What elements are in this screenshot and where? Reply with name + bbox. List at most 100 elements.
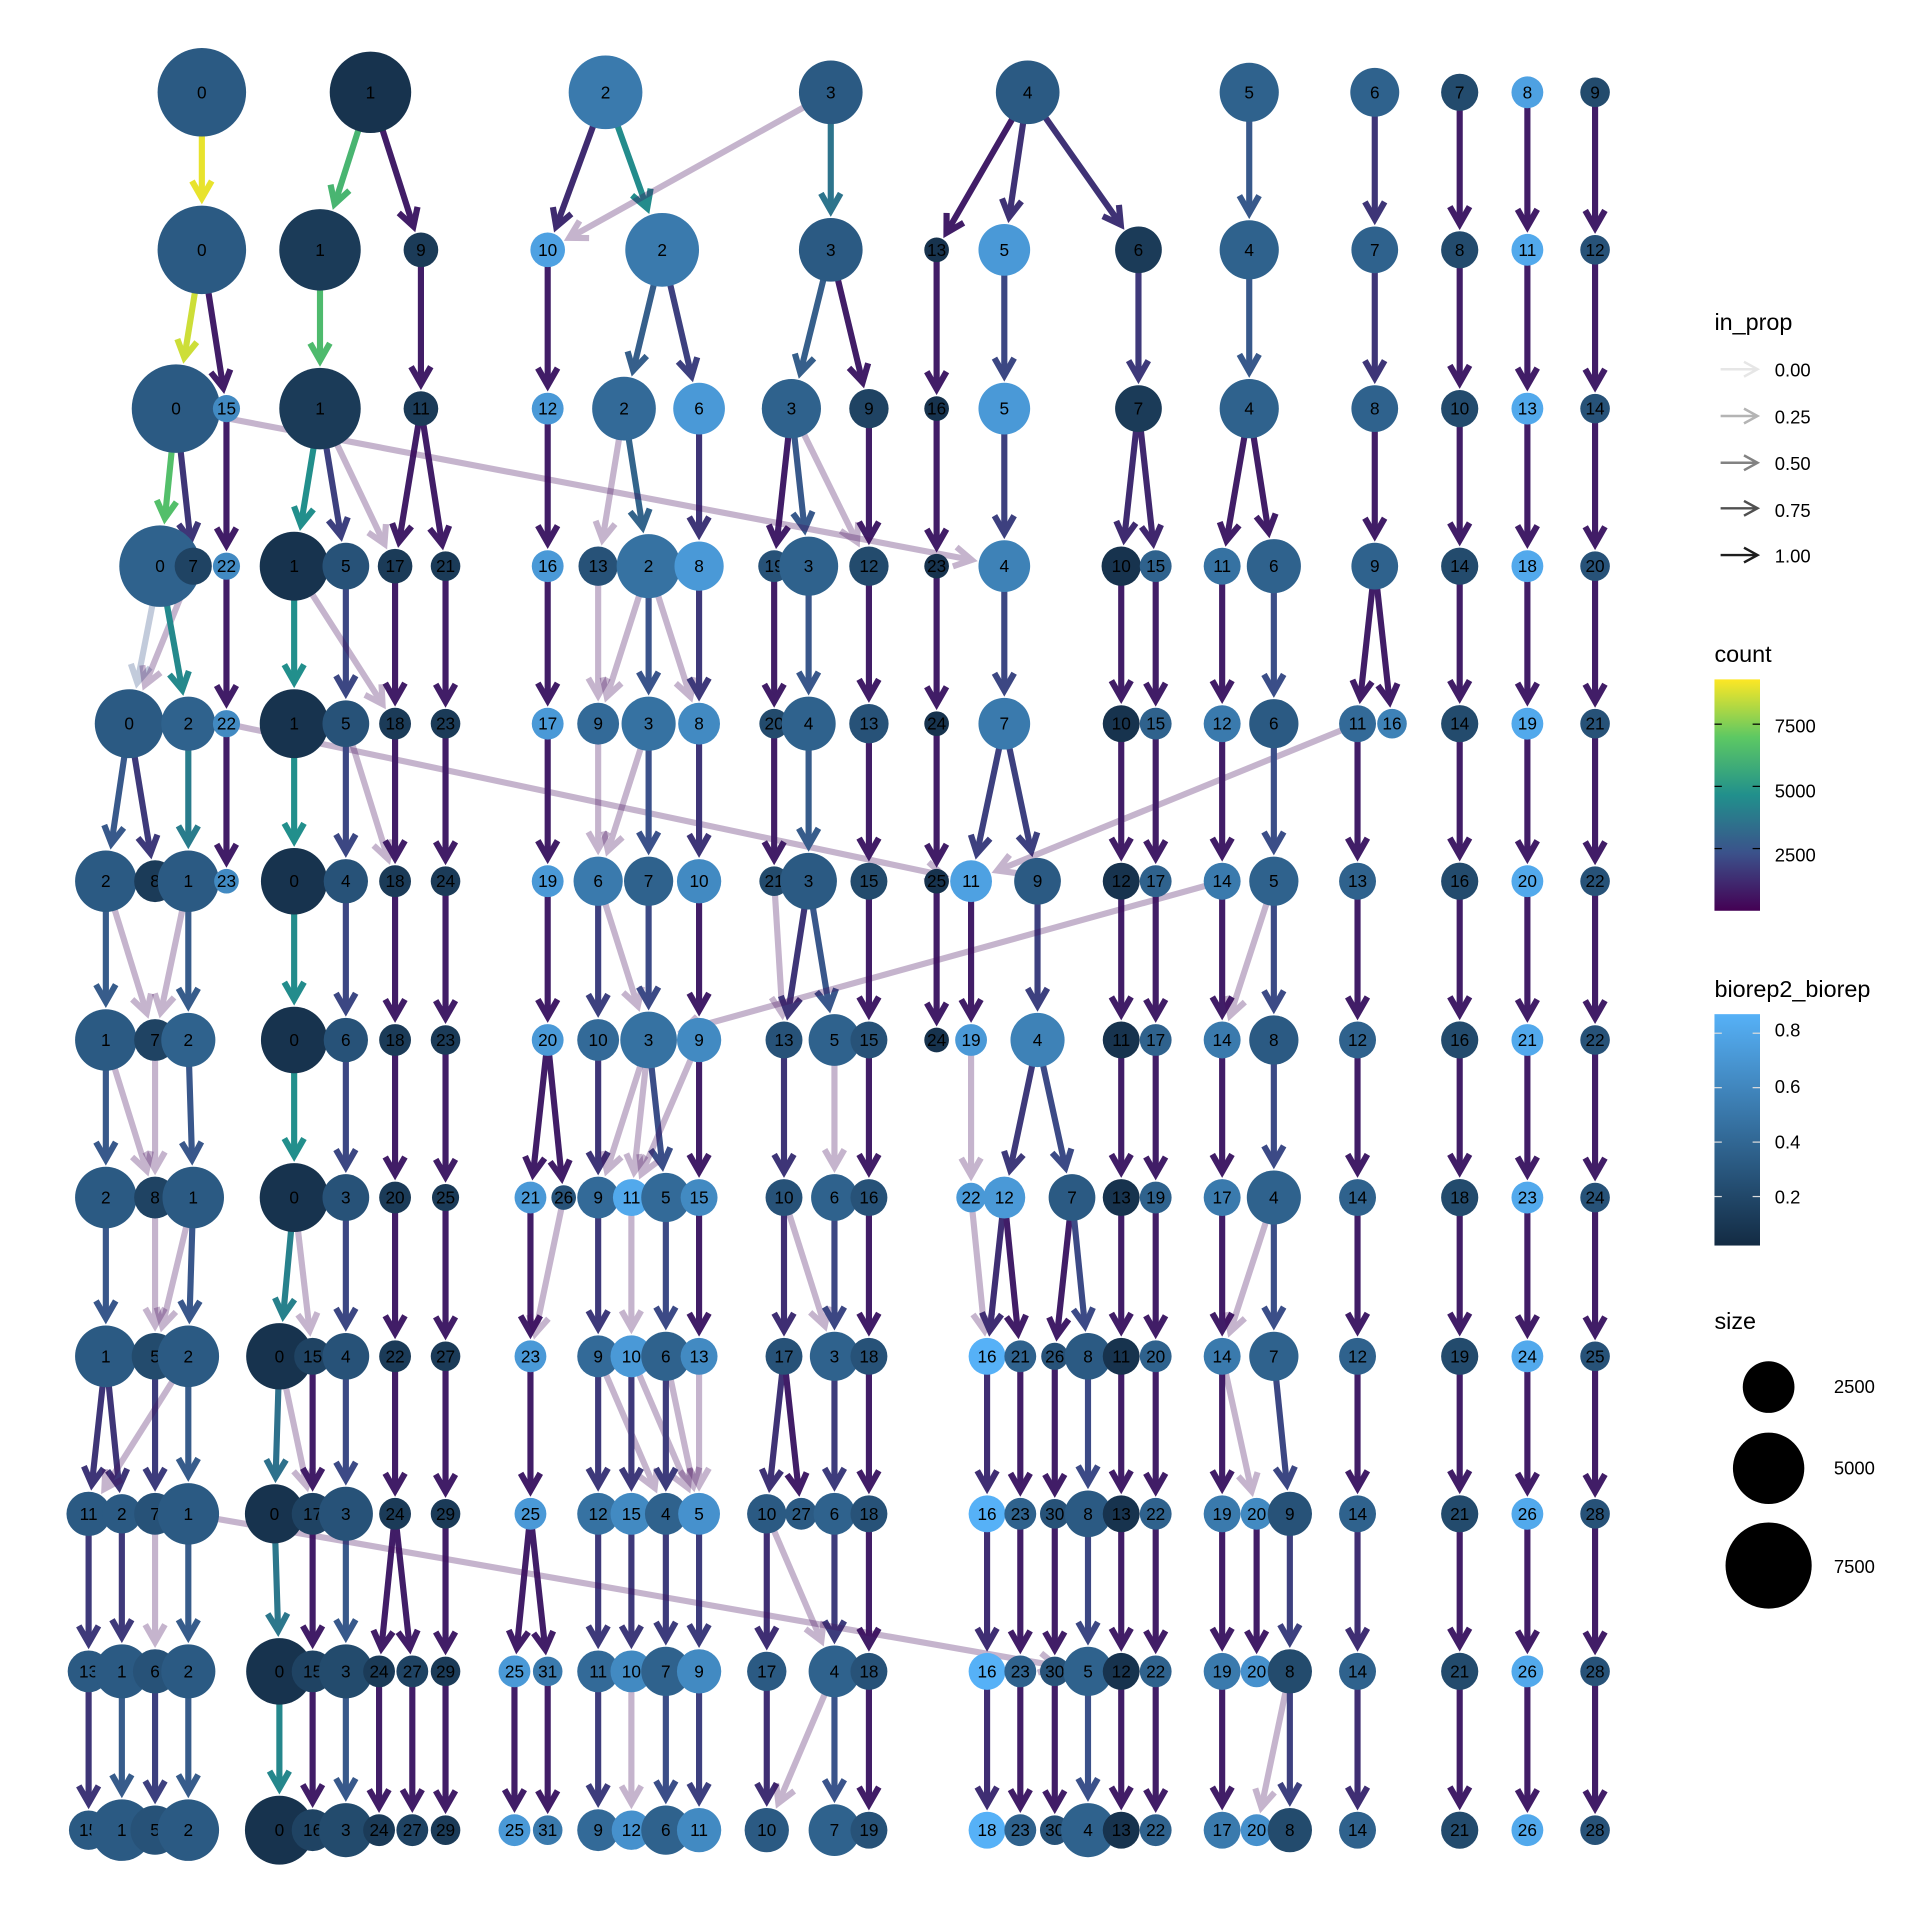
node-label: 1 [188,1188,198,1208]
node-circle [1014,857,1061,905]
arrowhead-icon [1143,1629,1169,1655]
cluster-node-res4-16: 16 [1377,708,1407,739]
arrowhead-icon [281,1136,307,1162]
legend-arrow-icon [1720,407,1761,425]
node-label: 7 [830,1820,840,1840]
node-circle [1580,866,1610,897]
edge-8-27-to-29 [433,1356,459,1498]
node-label: 10 [622,1661,641,1681]
cluster-node-res7-11: 11 [612,1179,650,1217]
cluster-node-res4-17: 17 [531,707,564,740]
node-label: 7 [1269,1346,1279,1366]
node-circle [1115,226,1162,274]
cluster-node-res3-18: 18 [1511,550,1544,583]
node-circle [978,540,1031,593]
node-circle [157,1799,220,1861]
edge-4-11-to-13 [1345,723,1371,862]
edge-9-26-to-26 [1514,1513,1540,1655]
cluster-node-res5-13: 13 [1339,862,1377,900]
node-circle [676,1808,722,1853]
arrowhead-icon [101,823,127,850]
cluster-node-res4-13: 13 [849,704,889,744]
node-label: 1 [184,1504,194,1524]
cluster-node-res9-15: 15 [610,1492,653,1535]
node-circle [850,1179,888,1217]
node-circle [1102,862,1140,900]
node-circle [1339,1495,1377,1533]
node-label: 9 [593,1820,603,1840]
node-circle [1511,1814,1544,1847]
node-label: 14 [1213,1346,1233,1366]
edge-6-15-to-16 [856,1040,882,1178]
edge-6-23-to-25 [433,1040,459,1183]
cluster-node-res2-0: 0 [131,364,221,453]
node-label: 26 [554,1188,573,1208]
edge-line [968,1197,988,1329]
node-label: 6 [661,1346,671,1366]
node-circle [363,1655,395,1688]
node-label: 6 [830,1504,840,1524]
arrowhead-icon [175,824,201,850]
arrowhead-icon [213,683,239,709]
node-label: 30 [1045,1504,1064,1524]
arrowhead-icon [501,1788,527,1814]
cluster-node-res7-1: 1 [162,1166,225,1229]
node-circle [396,1655,429,1688]
arrowhead-icon [1143,1155,1169,1181]
arrowhead-icon [771,1311,797,1337]
arrowhead-icon [333,832,359,858]
arrowhead-icon [1209,1785,1235,1811]
arrowhead-icon [623,1152,649,1179]
cluster-node-res7-4: 4 [1246,1170,1301,1225]
arrowhead-icon [585,1624,611,1650]
node-label: 0 [270,1504,280,1524]
node-label: 0 [289,1188,299,1208]
node-label: 14 [1450,714,1470,734]
cluster-node-res10-11: 11 [577,1650,620,1693]
cluster-node-res8-10: 10 [610,1335,653,1378]
arrowhead-icon [677,1466,703,1493]
edge-7-13-to-11 [1108,1197,1134,1337]
arrowhead-icon [585,1150,611,1176]
cluster-node-res8-12: 12 [1339,1337,1377,1375]
edge-9-25-to-31 [527,1513,557,1656]
node-label: 20 [1247,1504,1266,1524]
node-circle [924,553,949,579]
arrowhead-icon [1582,1789,1608,1815]
node-label: 12 [1348,1346,1367,1366]
arrowhead-icon [433,840,459,866]
cluster-node-res3-5: 5 [322,542,370,590]
edge-10-24-to-24 [366,1671,392,1814]
arrowhead-icon [838,521,862,548]
cluster-node-res9-9: 9 [1267,1491,1312,1536]
node-circle [625,212,700,287]
cluster-node-res5-15: 15 [850,862,888,900]
node-circle [1102,705,1140,743]
node-circle [1249,856,1299,906]
arrowhead-icon [142,1623,168,1649]
arrowhead-icon [636,985,662,1011]
arrowhead-icon [1216,520,1242,547]
node-label: 8 [150,1188,160,1208]
arrowhead-icon [821,1148,847,1173]
cluster-node-res11-8: 8 [1267,1808,1312,1853]
node-label: 25 [436,1188,455,1208]
node-circle [1511,865,1544,898]
cluster-node-res9-28: 28 [1580,1499,1610,1529]
arrowhead-icon [1209,995,1235,1021]
arrowhead-icon [175,1456,201,1482]
node-circle [1339,1179,1377,1217]
cluster-node-res6-15: 15 [850,1021,888,1059]
node-label: 6 [1134,240,1144,260]
arrowhead-icon [1514,366,1540,392]
cluster-node-res5-23: 23 [214,868,239,894]
arrowhead-icon [505,1628,531,1655]
arrowhead-icon [943,212,966,239]
arrowhead-icon [333,674,359,700]
node-circle [623,856,674,906]
node-circle [396,1814,429,1847]
arrowhead-icon [300,1466,326,1492]
node-circle [379,865,411,898]
cluster-node-res8-2: 2 [157,1325,220,1388]
node-circle [1441,862,1479,900]
